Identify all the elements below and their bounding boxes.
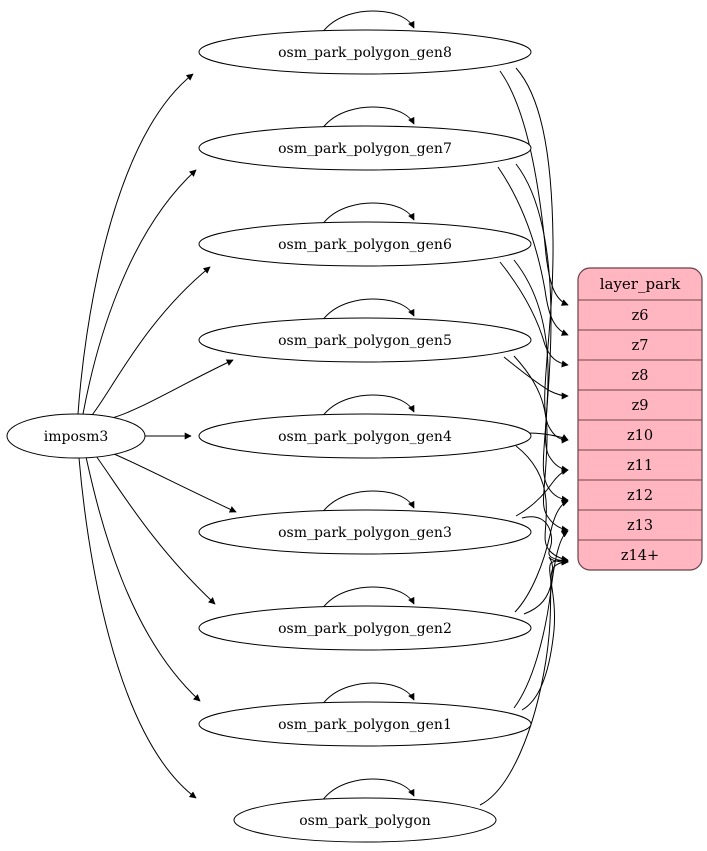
layer-park-row-z10[interactable] xyxy=(578,419,702,451)
edge-gen7-to-z7 xyxy=(497,166,569,336)
self-loop-gen5 xyxy=(321,298,415,322)
edge-polygon-to-z14 xyxy=(479,558,569,806)
node-osm_park_polygon_gen3[interactable]: osm_park_polygon_gen3 xyxy=(198,509,532,555)
layer-park-label-z9: z9 xyxy=(632,398,649,414)
gen3-label: osm_park_polygon_gen3 xyxy=(278,525,452,541)
self-loop-gen8 xyxy=(321,10,415,34)
self-loop-gen2 xyxy=(321,586,415,610)
edge-gen5-to-z13 xyxy=(513,355,569,533)
node-imposm3[interactable]: imposm3 xyxy=(6,413,146,459)
layer-park-label-z14: z14+ xyxy=(621,548,659,564)
layer-park-label-z13: z13 xyxy=(627,518,653,534)
edge-imposm3-to-gen8 xyxy=(77,73,194,415)
layer-park-row-z11[interactable] xyxy=(578,449,702,481)
edge-gen6-to-z8 xyxy=(499,261,569,368)
polygon-label: osm_park_polygon xyxy=(299,813,431,829)
edge-imposm3-to-polygon xyxy=(78,457,197,799)
self-loop-gen1 xyxy=(321,682,415,706)
gen7-ellipse[interactable] xyxy=(198,125,532,171)
layer-park-row-z14[interactable] xyxy=(578,539,702,570)
edges-from-imposm3 xyxy=(77,73,237,799)
layer-park-label-z11: z11 xyxy=(627,458,653,474)
gen6-label: osm_park_polygon_gen6 xyxy=(278,237,452,253)
layer-park-label-z8: z8 xyxy=(632,368,649,384)
node-osm_park_polygon_gen4[interactable]: osm_park_polygon_gen4 xyxy=(198,413,532,459)
edge-imposm3-to-gen1 xyxy=(85,456,201,702)
layer-park-label-z10: z10 xyxy=(627,428,653,444)
gen1-label: osm_park_polygon_gen1 xyxy=(278,717,452,733)
gen4-ellipse[interactable] xyxy=(198,413,532,459)
edge-gen7-to-z11 xyxy=(515,163,569,473)
edges-to-layer-park xyxy=(479,67,569,806)
node-osm_park_polygon_gen8[interactable]: osm_park_polygon_gen8 xyxy=(198,29,532,75)
gen5-ellipse[interactable] xyxy=(198,317,532,363)
gen5-label: osm_park_polygon_gen5 xyxy=(278,333,452,349)
edge-gen1-to-z14 xyxy=(521,556,569,711)
layer-park-row-z12[interactable] xyxy=(578,479,702,511)
gen8-label: osm_park_polygon_gen8 xyxy=(278,45,452,61)
edge-gen6-to-z12 xyxy=(513,259,569,503)
layer-park-label-z6: z6 xyxy=(632,308,649,324)
layer-park-row-z13[interactable] xyxy=(578,509,702,541)
gen8-ellipse[interactable] xyxy=(198,29,532,75)
layer-park-title-label: layer_park xyxy=(600,275,681,293)
edge-gen5-to-z9 xyxy=(503,356,569,400)
imposm3-label: imposm3 xyxy=(44,429,109,445)
self-loop-gen4 xyxy=(321,394,415,418)
node-osm_park_polygon_gen1[interactable]: osm_park_polygon_gen1 xyxy=(198,701,532,747)
edge-gen8-to-z6 xyxy=(499,70,569,306)
imposm3-ellipse[interactable] xyxy=(6,413,146,459)
gen6-ellipse[interactable] xyxy=(198,221,532,267)
node-osm_park_polygon_gen5[interactable]: osm_park_polygon_gen5 xyxy=(198,317,532,363)
gen4-label: osm_park_polygon_gen4 xyxy=(278,429,452,445)
node-osm_park_polygon_gen7[interactable]: osm_park_polygon_gen7 xyxy=(198,125,532,171)
self-loop-gen7 xyxy=(321,106,415,130)
edge-gen4-to-z14 xyxy=(515,445,569,563)
node-layer-park-table[interactable]: layer_park z6 z7 z8 z9 z10 z11 z12 z13 z… xyxy=(577,267,703,571)
self-loop-gen6 xyxy=(321,202,415,226)
gen7-label: osm_park_polygon_gen7 xyxy=(278,141,452,157)
self-loop-gen3 xyxy=(321,490,415,514)
self-loop-polygon xyxy=(321,778,415,802)
gen3-ellipse[interactable] xyxy=(198,509,532,555)
edge-gen2-to-z12 xyxy=(514,499,569,613)
edge-imposm3-to-gen6 xyxy=(91,266,211,416)
edge-imposm3-to-gen7 xyxy=(82,169,197,415)
gen2-ellipse[interactable] xyxy=(198,605,532,651)
gen1-ellipse[interactable] xyxy=(198,701,532,747)
self-loop-edges xyxy=(321,10,415,802)
polygon-ellipse[interactable] xyxy=(233,797,497,843)
edge-imposm3-to-gen5 xyxy=(111,359,234,419)
node-osm_park_polygon_gen6[interactable]: osm_park_polygon_gen6 xyxy=(198,221,532,267)
layer-park-outline xyxy=(577,267,703,571)
layer-park-label-z12: z12 xyxy=(627,488,653,504)
layer-park-label-z7: z7 xyxy=(632,338,649,354)
edge-gen2-to-z14 xyxy=(523,556,569,615)
edge-gen3-to-z11 xyxy=(515,468,569,517)
layer-park-row-z7[interactable] xyxy=(578,329,702,361)
edge-gen4-to-z10 xyxy=(527,432,569,441)
layer-park-row-z6[interactable] xyxy=(578,299,702,331)
gen2-label: osm_park_polygon_gen2 xyxy=(278,621,452,637)
node-osm_park_polygon_gen2[interactable]: osm_park_polygon_gen2 xyxy=(198,605,532,651)
node-osm_park_polygon[interactable]: osm_park_polygon xyxy=(233,797,497,843)
edge-imposm3-to-gen3 xyxy=(113,453,237,513)
edge-imposm3-to-gen2 xyxy=(95,455,216,605)
